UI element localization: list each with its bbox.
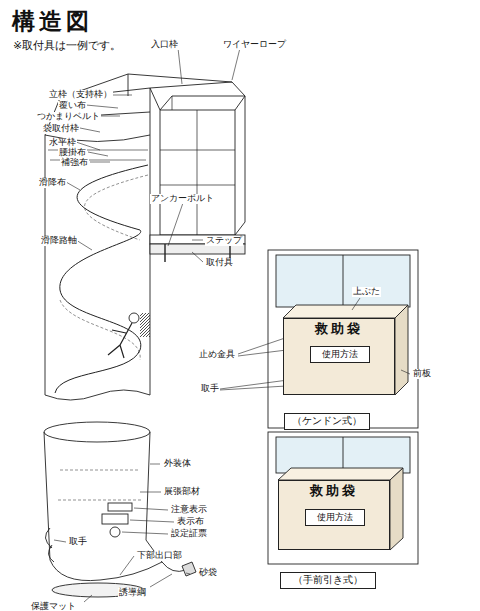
part-label: 保護マット <box>30 602 77 611</box>
part-label: 袋取付枠 <box>42 124 80 134</box>
sandbag <box>182 562 196 576</box>
leader-lines <box>168 200 184 246</box>
part-label: 前板 <box>412 369 432 379</box>
handle <box>45 528 54 562</box>
leader-lines <box>54 48 410 602</box>
chute-lower <box>44 422 150 442</box>
part-label: 表示布 <box>176 517 205 527</box>
node-text: （手前引き式） <box>285 574 371 587</box>
spiral <box>55 165 148 393</box>
leader-lines <box>134 508 168 510</box>
person-body <box>108 323 132 358</box>
storage-box-kendon <box>268 250 418 428</box>
leader-lines <box>122 532 168 534</box>
caption-box: （ケンドン式） <box>284 413 370 430</box>
leader-lines <box>90 162 110 163</box>
instruction-plate: 使用方法 <box>310 346 370 363</box>
diagram-title: 構造図 <box>12 6 93 37</box>
leader-lines <box>88 152 108 156</box>
node-text: 使用方法 <box>315 348 365 361</box>
part-label: 上ぶた <box>352 287 381 297</box>
leader-lines <box>54 540 66 542</box>
leader-lines <box>178 48 182 84</box>
instruction-plate: 使用方法 <box>305 509 365 526</box>
leader-lines <box>100 116 120 117</box>
spiral-back <box>60 175 148 360</box>
storage-box-pull <box>268 432 418 564</box>
part-label: 立枠（支持枠） <box>48 90 113 100</box>
part-label: 水平枠 <box>48 138 77 148</box>
leader-lines <box>150 574 172 587</box>
tube-side <box>45 135 150 395</box>
part-label: 滑降布 <box>38 178 67 188</box>
part-label: 展張部材 <box>163 487 201 497</box>
storage-box-kendon <box>268 250 418 428</box>
part-label: 誘導綱 <box>118 588 147 598</box>
part-label: 取付具 <box>205 258 234 268</box>
leader-lines <box>84 595 92 602</box>
storage-box-kendon <box>343 255 344 307</box>
leader-lines <box>352 298 360 310</box>
part-label: 取手 <box>68 537 88 547</box>
leader-lines <box>150 464 160 465</box>
part-label: 砂袋 <box>198 568 218 578</box>
part-label: 止め金具 <box>198 350 236 360</box>
storage-box-kendon <box>283 305 408 318</box>
storage-box-front: 救助袋使用方法 <box>283 318 395 395</box>
display-cloth <box>102 514 128 524</box>
part-label: ワイヤーロープ <box>222 40 287 50</box>
leader-lines <box>140 492 161 493</box>
note: ※取付具は一例です。 <box>12 40 122 53</box>
leader-lines <box>186 573 190 574</box>
entry-frame <box>160 110 235 235</box>
storage-box-kendon <box>395 305 408 395</box>
part-label: 取手 <box>200 384 220 394</box>
part-label: 腰掛布 <box>58 148 87 158</box>
part-label: 覆い布 <box>58 101 87 111</box>
tube-break <box>45 390 150 400</box>
leader-lines <box>86 105 118 108</box>
storage-box-pull <box>390 468 403 550</box>
node-text: 使用方法 <box>310 511 360 524</box>
leader-lines <box>112 95 132 96</box>
storage-box-pull <box>278 468 403 480</box>
cage-bar <box>160 96 235 235</box>
storage-box-front: 救助袋使用方法 <box>278 480 390 550</box>
leader-lines <box>80 128 100 132</box>
leader-lines <box>232 48 240 80</box>
node-text: 救助袋 <box>288 320 390 338</box>
outer-body <box>44 432 150 560</box>
part-label: 補強布 <box>60 158 89 168</box>
part-label: つかまりベルト <box>36 112 101 122</box>
leader-lines <box>130 520 174 522</box>
node-text: 救助袋 <box>283 482 385 500</box>
caption-box: （手前引き式） <box>280 572 376 589</box>
expansion-member <box>58 470 142 500</box>
hatched-patch <box>140 313 150 337</box>
leader-lines <box>192 252 203 262</box>
part-label: 入口枠 <box>150 40 179 50</box>
entry-frame-depth <box>160 96 245 235</box>
leader-lines <box>66 182 80 190</box>
part-label: 設定証票 <box>170 529 208 539</box>
part-label: 注意表示 <box>170 505 208 515</box>
leader-lines <box>401 370 410 374</box>
leader-lines <box>192 240 203 241</box>
leader-lines <box>76 240 92 250</box>
part-label: 外装体 <box>163 459 192 469</box>
storage-box-kendon <box>276 255 410 307</box>
part-label: アンカーボルト <box>150 194 215 204</box>
wire-rope <box>128 74 245 110</box>
node-text: （ケンドン式） <box>289 415 365 428</box>
storage-box-pull <box>268 432 418 564</box>
caution-display <box>108 503 132 511</box>
part-label: 滑降路軸 <box>40 236 78 246</box>
part-label: 下部出口部 <box>136 551 183 561</box>
part-label: ステップ <box>205 236 243 246</box>
leader-lines <box>120 556 134 575</box>
person-head <box>129 313 139 323</box>
certificate <box>110 527 120 537</box>
